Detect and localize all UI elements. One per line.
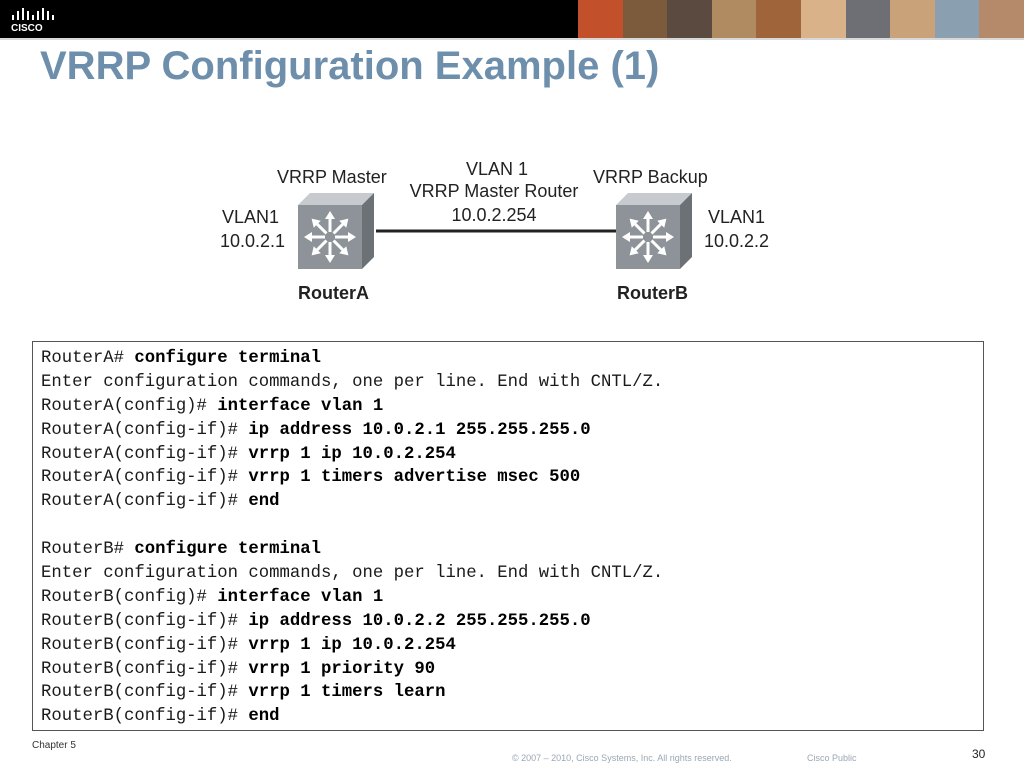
config-prompt: RouterA#	[41, 349, 135, 368]
config-prompt: RouterB(config-if)#	[41, 683, 249, 703]
slide-title: VRRP Configuration Example (1)	[40, 44, 660, 88]
config-prompt: RouterB(config-if)#	[41, 659, 249, 679]
config-line: RouterA(config-if)# end	[41, 490, 983, 514]
config-command: vrrp 1 timers learn	[248, 683, 446, 703]
router-arrow	[332, 239, 349, 256]
router-arrow	[653, 232, 674, 242]
config-command: ip address 10.0.2.1 255.255.255.0	[248, 420, 591, 440]
router-arrow	[650, 239, 667, 256]
header-banner: CISCO	[0, 0, 1024, 38]
router-arrow	[335, 232, 356, 242]
config-command: vrrp 1 timers advertise msec 500	[248, 468, 581, 488]
config-prompt: RouterB(config)#	[41, 587, 218, 607]
config-prompt: RouterA(config-if)#	[41, 492, 249, 512]
banner-photo-tile	[667, 0, 712, 38]
router-b-vlan: VLAN1	[708, 207, 766, 227]
config-line: Enter configuration commands, one per li…	[41, 562, 983, 586]
router-arrow	[332, 218, 349, 235]
config-prompt: RouterA(config-if)#	[41, 468, 249, 488]
banner-photo-tile	[890, 0, 935, 38]
config-command: configure terminal	[134, 349, 322, 368]
router-arrow	[311, 218, 328, 235]
router-b-name: RouterB	[617, 283, 688, 303]
router-b-role: VRRP Backup	[593, 167, 708, 187]
config-prompt: RouterA(config-if)#	[41, 444, 249, 464]
router-a-role: VRRP Master	[277, 167, 387, 187]
config-line: RouterA(config-if)# vrrp 1 timers advert…	[41, 466, 983, 490]
config-prompt: RouterB(config-if)#	[41, 635, 249, 655]
banner-photo-tile	[979, 0, 1024, 38]
config-line: RouterB# configure terminal	[41, 538, 983, 562]
router-arrow	[311, 239, 328, 256]
page-number: 30	[972, 747, 986, 761]
config-line: RouterB(config-if)# vrrp 1 timers learn	[41, 681, 983, 705]
config-command: interface vlan 1	[217, 587, 384, 607]
link-master-label: VRRP Master Router	[409, 181, 579, 201]
router-a-icon	[298, 193, 374, 269]
config-line: RouterA(config-if)# ip address 10.0.2.1 …	[41, 419, 983, 443]
config-prompt: RouterB(config-if)#	[41, 611, 249, 631]
footer-copyright: © 2007 – 2010, Cisco Systems, Inc. All r…	[512, 753, 732, 763]
config-line: RouterB(config-if)# ip address 10.0.2.2 …	[41, 610, 983, 634]
diagram-graphics	[298, 193, 692, 269]
network-diagram: VRRP Master VLAN1 10.0.2.1 RouterA VLAN …	[200, 150, 820, 310]
banner-photo-tile	[711, 0, 757, 38]
cisco-logo-text: CISCO	[11, 23, 43, 34]
config-prompt: RouterA(config)#	[41, 396, 218, 416]
router-a-vlan: VLAN1	[222, 207, 280, 227]
header-divider	[0, 38, 1024, 40]
config-command: ip address 10.0.2.2 255.255.255.0	[248, 611, 591, 631]
config-command: end	[248, 492, 280, 512]
config-command: vrrp 1 ip 10.0.2.254	[248, 444, 456, 464]
banner-photo-tile	[578, 0, 623, 38]
banner-photo-tile	[934, 0, 980, 38]
router-arrow	[304, 232, 325, 242]
config-command: vrrp 1 ip 10.0.2.254	[248, 635, 456, 655]
photo-strip	[578, 0, 1024, 38]
config-line: RouterB(config-if)# end	[41, 705, 983, 729]
config-line: RouterA(config)# interface vlan 1	[41, 395, 983, 419]
banner-photo-tile	[845, 0, 891, 38]
banner-photo-tile	[756, 0, 801, 38]
banner-photo-tile	[800, 0, 846, 38]
cisco-logo: CISCO	[11, 8, 54, 34]
footer-classification: Cisco Public	[807, 753, 857, 763]
router-b-ip: 10.0.2.2	[704, 231, 770, 251]
config-line: Enter configuration commands, one per li…	[41, 371, 983, 395]
router-arrow	[643, 211, 653, 232]
router-arrow	[325, 211, 335, 232]
router-arrow	[629, 218, 646, 235]
config-prompt: RouterB(config-if)#	[41, 707, 249, 727]
config-prompt: Enter configuration commands, one per li…	[41, 372, 664, 392]
config-line: RouterA# configure terminal	[41, 347, 983, 371]
footer-chapter: Chapter 5	[32, 740, 76, 751]
router-b-icon	[616, 193, 692, 269]
router-a-ip: 10.0.2.1	[220, 231, 286, 251]
config-line	[41, 514, 983, 538]
config-command: interface vlan 1	[217, 396, 384, 416]
config-line: RouterB(config-if)# vrrp 1 ip 10.0.2.254	[41, 634, 983, 658]
router-arrow	[650, 218, 667, 235]
config-line: RouterB(config-if)# vrrp 1 priority 90	[41, 658, 983, 682]
router-arrow	[643, 242, 653, 263]
config-command: configure terminal	[134, 540, 322, 560]
config-prompt: RouterB#	[41, 540, 135, 560]
config-prompt: RouterA(config-if)#	[41, 420, 249, 440]
link-vlan-label: VLAN 1	[465, 159, 529, 179]
config-command: end	[248, 707, 280, 727]
router-a-name: RouterA	[298, 283, 369, 303]
config-line: RouterA(config-if)# vrrp 1 ip 10.0.2.254	[41, 443, 983, 467]
router-arrow	[629, 239, 646, 256]
link-virtual-ip: 10.0.2.254	[451, 205, 537, 225]
router-arrow	[622, 232, 643, 242]
config-prompt: Enter configuration commands, one per li…	[41, 564, 664, 584]
config-command: vrrp 1 priority 90	[248, 659, 436, 679]
config-line: RouterB(config)# interface vlan 1	[41, 586, 983, 610]
banner-photo-tile	[622, 0, 668, 38]
router-arrow	[325, 242, 335, 263]
